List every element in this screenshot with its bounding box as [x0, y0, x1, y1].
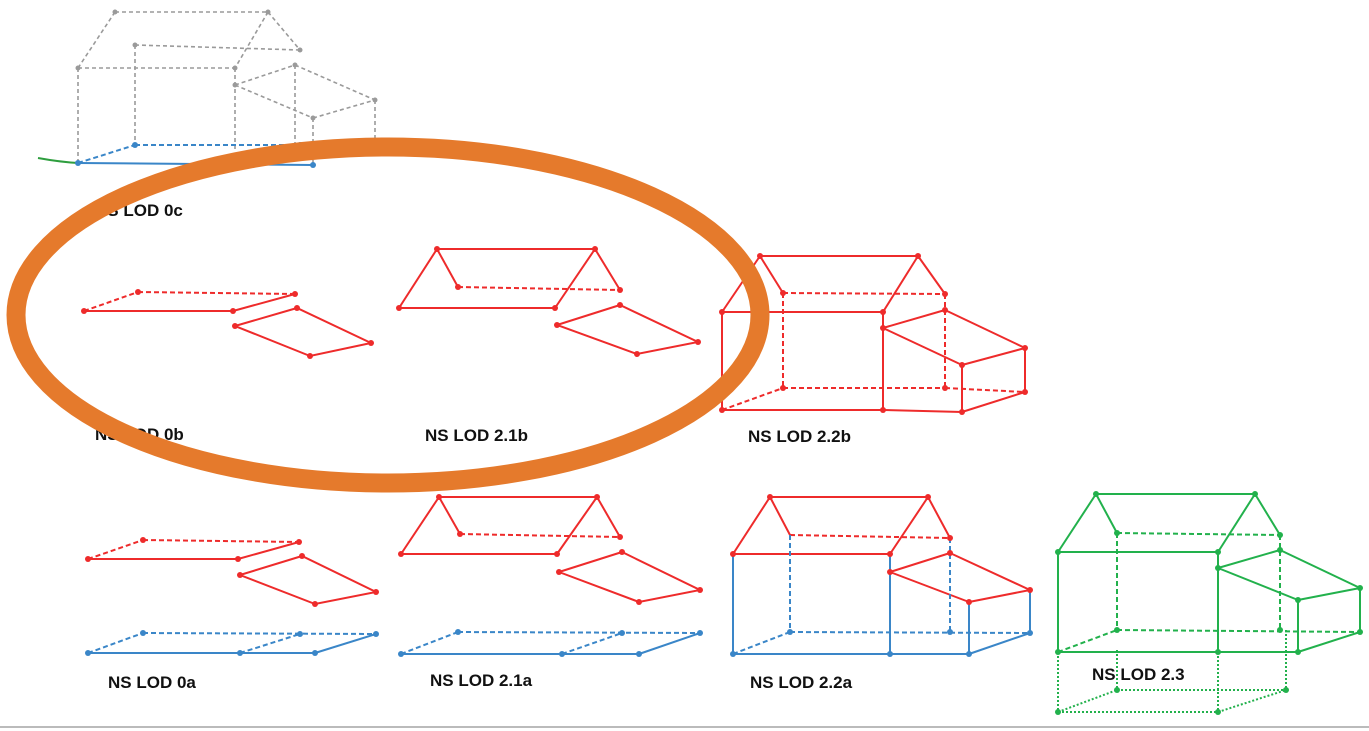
- vertices-grey: [75, 9, 378, 121]
- highlight-ellipse: [6, 137, 770, 493]
- model-lod-22a: [730, 494, 1033, 657]
- label-lod-0a: NS LOD 0a: [108, 673, 196, 692]
- label-lod-21b: NS LOD 2.1b: [425, 426, 528, 445]
- building-outline-grey: [77, 11, 376, 165]
- model-lod-0c: NS LOD 0c: [37, 9, 378, 220]
- label-lod-23: NS LOD 2.3: [1092, 665, 1185, 684]
- label-lod-21a: NS LOD 2.1a: [430, 671, 533, 690]
- label-lod-22b: NS LOD 2.2b: [748, 427, 851, 446]
- model-lod-21a: [398, 494, 704, 657]
- model-lod-21b: [396, 246, 702, 357]
- terrain-line: [37, 157, 79, 164]
- vertices-red: [81, 289, 374, 359]
- model-lod-0a: [85, 537, 380, 656]
- label-lod-22a: NS LOD 2.2a: [750, 673, 853, 692]
- model-lod-0b: [81, 289, 375, 359]
- model-lod-23: [1055, 491, 1363, 715]
